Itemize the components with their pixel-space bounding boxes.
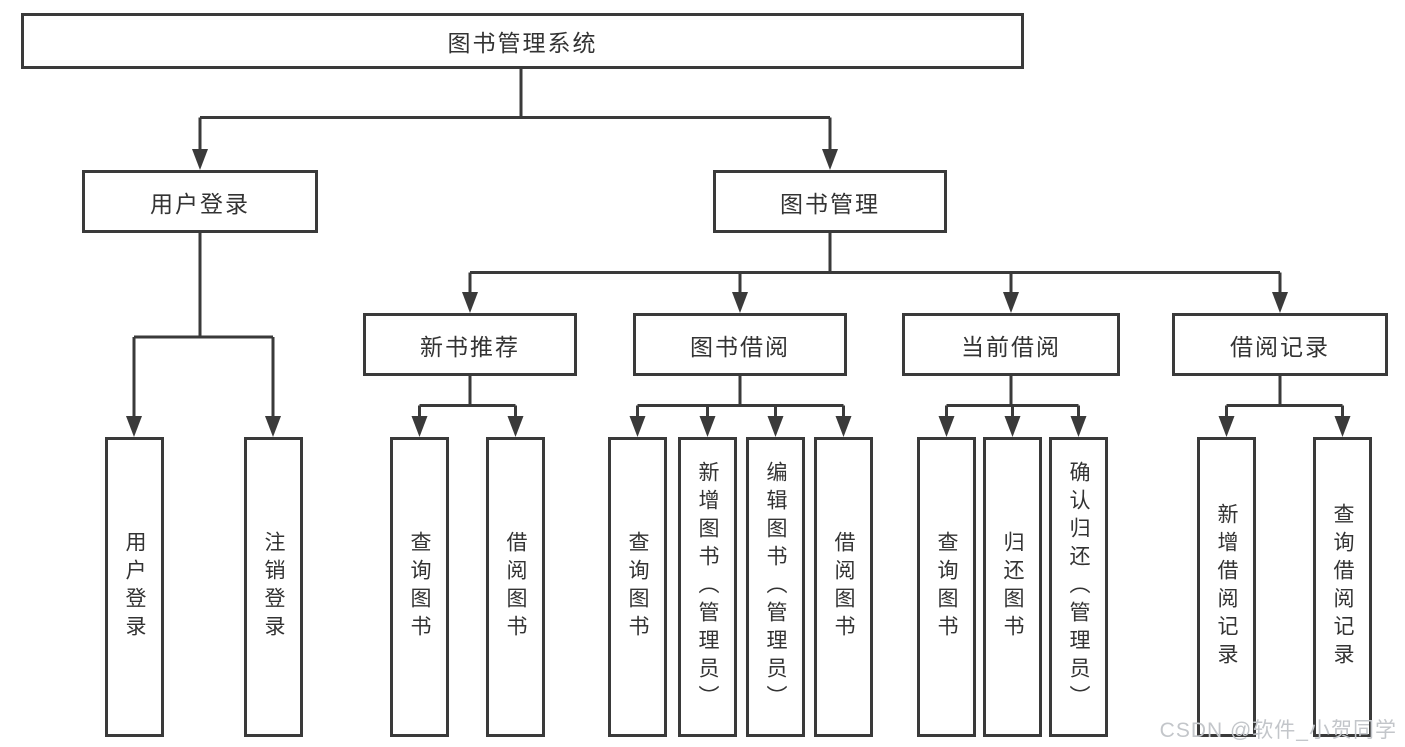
leaf-add-borrow-record: 新增借阅记录	[1197, 437, 1256, 737]
node-label: 借阅记录	[1230, 333, 1330, 360]
node-book-borrowing: 图书借阅	[633, 313, 847, 376]
node-new-book-recommendation: 新书推荐	[363, 313, 577, 376]
node-label: 图书借阅	[690, 333, 790, 360]
node-book-management: 图书管理	[713, 170, 947, 233]
leaf-borrow-books: 借阅图书	[814, 437, 873, 737]
leaf-label: 借阅图书	[832, 531, 855, 643]
leaf-confirm-return-admin: 确认归还（管理员）	[1049, 437, 1108, 737]
node-borrowing-records: 借阅记录	[1172, 313, 1388, 376]
node-label: 当前借阅	[961, 333, 1061, 360]
leaf-label: 新增图书（管理员）	[696, 461, 719, 713]
leaf-borrow-books-recommend: 借阅图书	[486, 437, 545, 737]
leaf-label: 确认归还（管理员）	[1067, 461, 1090, 713]
leaf-label: 新增借阅记录	[1215, 503, 1238, 671]
csdn-watermark: CSDN @软件_小贺同学	[1159, 719, 1397, 742]
leaf-user-login: 用户登录	[105, 437, 164, 737]
node-label: 图书管理系统	[447, 30, 598, 56]
leaf-query-books-current: 查询图书	[917, 437, 976, 737]
node-current-borrowing: 当前借阅	[902, 313, 1120, 376]
leaf-query-books-recommend: 查询图书	[390, 437, 449, 737]
leaf-edit-books-admin: 编辑图书（管理员）	[746, 437, 805, 737]
leaf-label: 借阅图书	[504, 531, 527, 643]
leaf-add-books-admin: 新增图书（管理员）	[678, 437, 737, 737]
leaf-label: 查询图书	[408, 531, 431, 643]
arrowhead-icons	[126, 149, 1351, 437]
leaf-label: 用户登录	[123, 531, 146, 643]
leaf-label: 查询图书	[935, 531, 958, 643]
leaf-label: 归还图书	[1001, 531, 1024, 643]
node-label: 新书推荐	[420, 333, 520, 360]
leaf-label: 查询图书	[626, 531, 649, 643]
node-label: 用户登录	[150, 190, 250, 217]
leaf-query-books-borrow: 查询图书	[608, 437, 667, 737]
node-label: 图书管理	[780, 190, 880, 217]
leaf-label: 注销登录	[262, 531, 285, 643]
leaf-logout: 注销登录	[244, 437, 303, 737]
leaf-label: 编辑图书（管理员）	[764, 461, 787, 713]
node-library-management-system: 图书管理系统	[21, 13, 1024, 69]
leaf-return-books: 归还图书	[983, 437, 1042, 737]
leaf-label: 查询借阅记录	[1331, 503, 1354, 671]
node-user-login: 用户登录	[82, 170, 318, 233]
leaf-query-borrow-record: 查询借阅记录	[1313, 437, 1372, 737]
